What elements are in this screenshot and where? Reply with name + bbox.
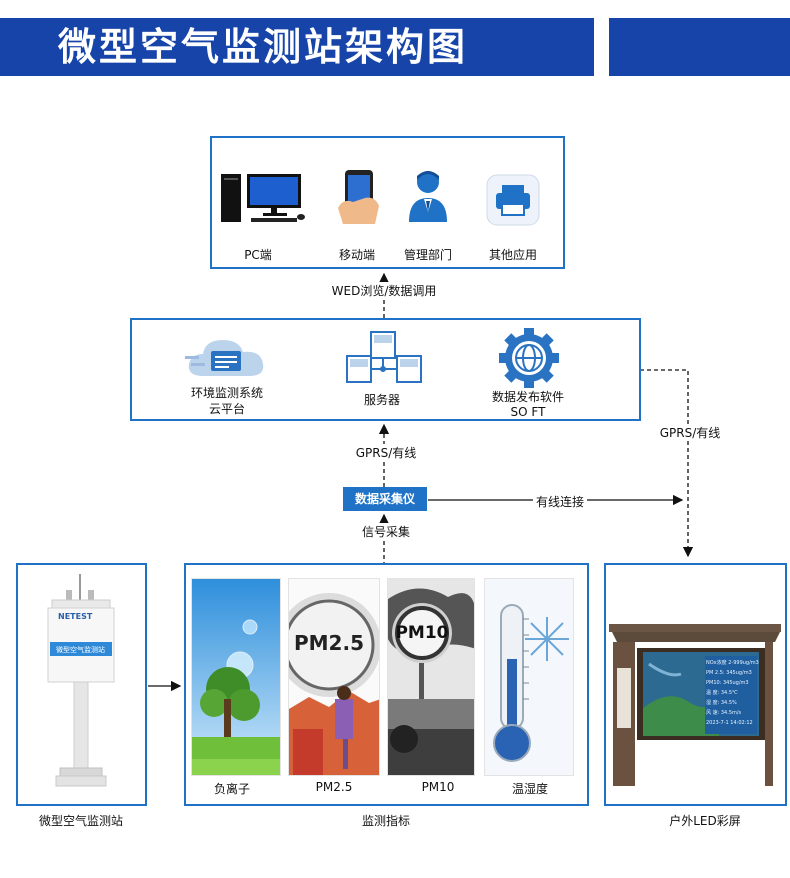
title-bar-accent xyxy=(609,18,790,76)
software-label: 数据发布软件 SO FT xyxy=(492,390,564,420)
client-label-mobile: 移动端 xyxy=(338,248,376,262)
cloud-label: 环境监测系统 云平台 xyxy=(191,385,263,417)
cloud-platform-icon xyxy=(185,340,264,376)
led-caption: 户外LED彩屏 xyxy=(669,814,741,828)
station-caption: 微型空气监测站 xyxy=(38,814,124,828)
server-icon xyxy=(346,331,422,383)
led-row: 风 速: 34.5m/s xyxy=(706,710,742,716)
client-label-manager: 管理部门 xyxy=(403,248,453,262)
indicator-panel-pm10: PM10 xyxy=(387,578,475,776)
led-row: 2023-7-1 14:02:12 xyxy=(706,720,753,726)
pm25-sign-text: PM2.5 xyxy=(294,631,364,655)
printer-app-icon xyxy=(486,174,540,226)
indicator-panel-temp xyxy=(484,578,574,776)
wired-link-label: 有线连接 xyxy=(532,493,588,510)
software-label-line1: 数据发布软件 xyxy=(491,390,565,404)
indicator-label-temp: 温湿度 xyxy=(511,782,549,796)
led-billboard-image xyxy=(609,624,781,786)
gprs-right-label: GPRS/有线 xyxy=(657,424,723,441)
mobile-phone-icon xyxy=(338,170,379,224)
negative-ion-image xyxy=(192,579,280,775)
led-data-rows: NOx浓度 2-999ug/m3 PM 2.5: 345ug/m3 PM10: … xyxy=(706,658,760,728)
indicator-label-pm10: PM10 xyxy=(421,780,455,794)
gprs-right-connector xyxy=(640,369,694,558)
client-label-other: 其他应用 xyxy=(488,248,538,262)
air-station-device-image xyxy=(47,574,115,787)
server-label: 服务器 xyxy=(363,393,401,407)
web-link-label: WED浏览/数据调用 xyxy=(329,282,439,299)
manager-person-icon xyxy=(409,171,447,222)
led-row: PM10: 345ug/m3 xyxy=(706,680,749,686)
indicator-label-ions: 负离子 xyxy=(213,782,251,796)
title-bar xyxy=(0,18,594,76)
thermometer-image xyxy=(485,579,573,775)
indicator-panel-pm25: PM2.5 xyxy=(288,578,380,776)
gprs-up-label: GPRS/有线 xyxy=(353,444,419,461)
client-label-pc: PC端 xyxy=(244,248,272,262)
pm10-sign-text: PM10 xyxy=(395,623,449,643)
pc-monitor-icon xyxy=(221,174,305,222)
indicators-caption: 监测指标 xyxy=(361,814,411,828)
cloud-label-line1: 环境监测系统 xyxy=(190,386,264,400)
station-panel-text: 微型空气监测站 xyxy=(56,646,105,654)
data-collector-node: 数据采集仪 xyxy=(343,487,427,511)
led-row: NOx浓度 2-999ug/m3 xyxy=(706,660,759,666)
signal-link-label: 信号采集 xyxy=(359,523,413,540)
led-row: 温 度: 34.5℃ xyxy=(706,690,738,696)
software-gear-icon xyxy=(499,328,559,388)
station-brand-label: NETEST xyxy=(58,612,93,621)
led-row: 湿 度: 34.5% xyxy=(706,700,737,706)
indicator-panel-ions xyxy=(191,578,281,776)
led-row: PM 2.5: 345ug/m3 xyxy=(706,670,752,676)
software-label-line2: SO FT xyxy=(510,405,546,419)
pm10-image xyxy=(388,579,474,775)
indicator-label-pm25: PM2.5 xyxy=(315,780,353,794)
cloud-label-line2: 云平台 xyxy=(208,402,246,416)
pm25-image xyxy=(289,579,379,775)
page-title: 微型空气监测站架构图 xyxy=(58,25,469,69)
